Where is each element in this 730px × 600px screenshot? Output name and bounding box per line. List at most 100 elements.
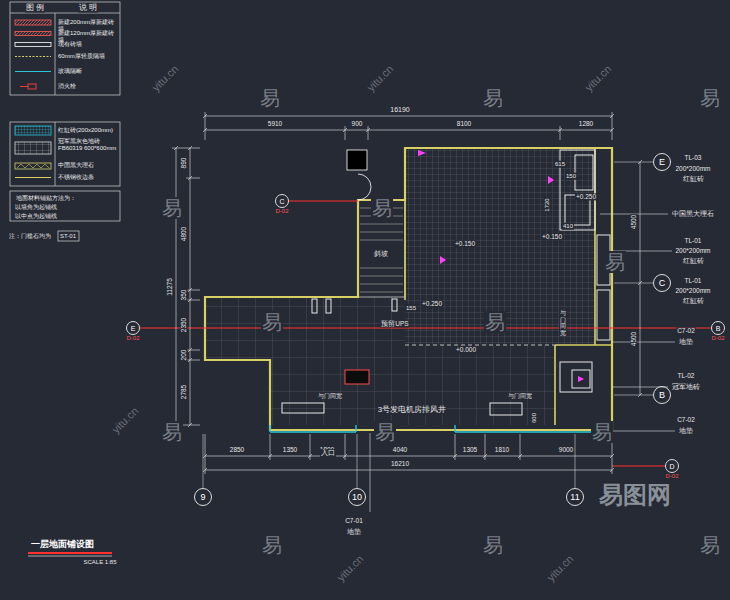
material-callout: 地垫 xyxy=(346,528,362,535)
legend-frame-part xyxy=(58,231,79,241)
axis-bubble: 9 xyxy=(194,488,212,506)
dimension-text: 2350 xyxy=(180,317,187,333)
material-callout: 红缸砖 xyxy=(682,297,705,304)
inner-partitions-part xyxy=(560,362,592,392)
material-callout: C7-01 xyxy=(344,517,364,524)
legend-samples-part xyxy=(15,71,51,72)
axis-letter: D xyxy=(669,463,674,470)
legend-text: 现有砖墙 xyxy=(58,41,118,48)
axis-letter: 9 xyxy=(200,493,205,502)
dimension-text: 4500 xyxy=(630,214,637,230)
dimension-text: 410 xyxy=(562,223,574,230)
material-callout: 红缸砖 xyxy=(682,257,705,264)
thresholds xyxy=(270,425,612,432)
dimension-text: 615 xyxy=(554,161,566,168)
elevation-text: +0.250 xyxy=(421,300,443,307)
legend-header: 图 例 xyxy=(25,4,45,13)
watermark-text: 易图网 xyxy=(598,482,672,508)
material-callout: 200*200mm xyxy=(674,247,711,254)
axis-letter: E xyxy=(131,325,136,332)
room-label: 与门同宽 xyxy=(559,310,567,336)
dimension-text: 350 xyxy=(180,289,187,302)
dimension-text: 200 xyxy=(180,349,187,362)
inner-partitions-part xyxy=(597,290,610,340)
section-lines xyxy=(140,201,711,466)
axis-letter: E xyxy=(659,158,665,167)
inner-partitions-part xyxy=(575,155,593,190)
legend-text: 中国黑大理石 xyxy=(58,162,118,169)
legend-text: 冠军黑灰色地砖 FB60319 600*600mm xyxy=(58,138,118,152)
dimension-text: 2785 xyxy=(180,384,187,400)
axis-bubble: C xyxy=(653,274,671,292)
axis-bubble: 10 xyxy=(348,488,366,506)
door-symbols xyxy=(347,150,371,200)
section-marker: ED-02 xyxy=(126,321,140,335)
axis-letter: C xyxy=(659,279,666,288)
leader-lines xyxy=(370,214,675,512)
legend-frame xyxy=(10,2,120,241)
room-label: 入口 xyxy=(320,449,336,457)
legend-text: 不锈钢收边条 xyxy=(58,174,118,181)
dimension-text: 1810 xyxy=(494,446,510,453)
watermark-text: 易 xyxy=(371,197,393,219)
watermark-text: yitu.cn xyxy=(544,552,576,584)
axis-bubble: B xyxy=(653,386,671,404)
walls-part xyxy=(405,148,612,425)
material-callout: 地垫 xyxy=(678,427,694,434)
dimension-text: 8100 xyxy=(456,120,472,127)
axis-bubble: E xyxy=(653,153,671,171)
dimension-lines-part xyxy=(203,454,614,472)
floor-tiles xyxy=(205,148,595,425)
dimension-text: 2850 xyxy=(229,446,245,453)
inner-partitions-part xyxy=(312,299,317,313)
dimension-text: 5910 xyxy=(267,120,283,127)
material-callout: TL-01 xyxy=(684,237,703,244)
material-callout: 200*200mm xyxy=(674,165,711,172)
legend-samples-part xyxy=(15,43,51,47)
watermark-text: 易 xyxy=(482,87,504,109)
material-callout: 中国黑大理石 xyxy=(671,210,715,217)
elevation-text: +0.000 xyxy=(455,346,477,353)
watermark-text: yitu.cn xyxy=(149,62,181,94)
dimension-text: 16190 xyxy=(389,106,410,114)
elevation-text: +0.150 xyxy=(541,233,563,240)
dimension-text: 150 xyxy=(565,173,577,180)
room-label: 3号发电机房排风井 xyxy=(377,406,447,415)
legend-samples-part xyxy=(15,126,51,135)
watermark-text: 易 xyxy=(261,311,283,333)
legend-text: 60mm厚轻质隔墙 xyxy=(58,53,118,60)
room-label: 预留UPS xyxy=(380,320,409,327)
dimension-lines-part xyxy=(174,146,192,427)
legend-text: 消火栓 xyxy=(58,83,118,90)
material-callout: C7-02 xyxy=(676,327,696,334)
axis-lines-part xyxy=(203,162,653,488)
section-arrows xyxy=(418,150,584,382)
axis-lines xyxy=(203,162,653,488)
watermark-text: yitu.cn xyxy=(364,62,396,94)
drawing-reference: D-02 xyxy=(664,473,679,479)
dimension-lines-part xyxy=(205,112,612,140)
note-text: 以墙角为起铺线 xyxy=(14,204,58,211)
dimension-text: 16210 xyxy=(390,460,410,467)
legend-samples-part xyxy=(15,20,51,25)
stair-ramp-part xyxy=(360,208,403,292)
door-symbols-part xyxy=(358,174,371,200)
leader-lines-part xyxy=(370,214,675,512)
legend-frame-part xyxy=(10,191,120,221)
dimension-text: 11275 xyxy=(166,277,173,297)
section-arrows-part xyxy=(578,376,584,382)
title-underline xyxy=(28,553,112,556)
legend-frame-part xyxy=(10,13,120,14)
dimension-lines-part xyxy=(203,114,614,132)
floor-tiles-part xyxy=(405,148,595,345)
room-label: 斜坡 xyxy=(373,250,389,258)
watermark-text: 易 xyxy=(591,421,613,443)
note-text: 地面材料铺贴方法为： xyxy=(15,195,77,202)
dimension-lines-part xyxy=(205,434,612,474)
material-callout: 冠军地砖 xyxy=(671,383,701,390)
walls xyxy=(205,148,612,430)
watermark-text: 易 xyxy=(699,534,721,556)
material-callout: 地垫 xyxy=(678,338,694,345)
